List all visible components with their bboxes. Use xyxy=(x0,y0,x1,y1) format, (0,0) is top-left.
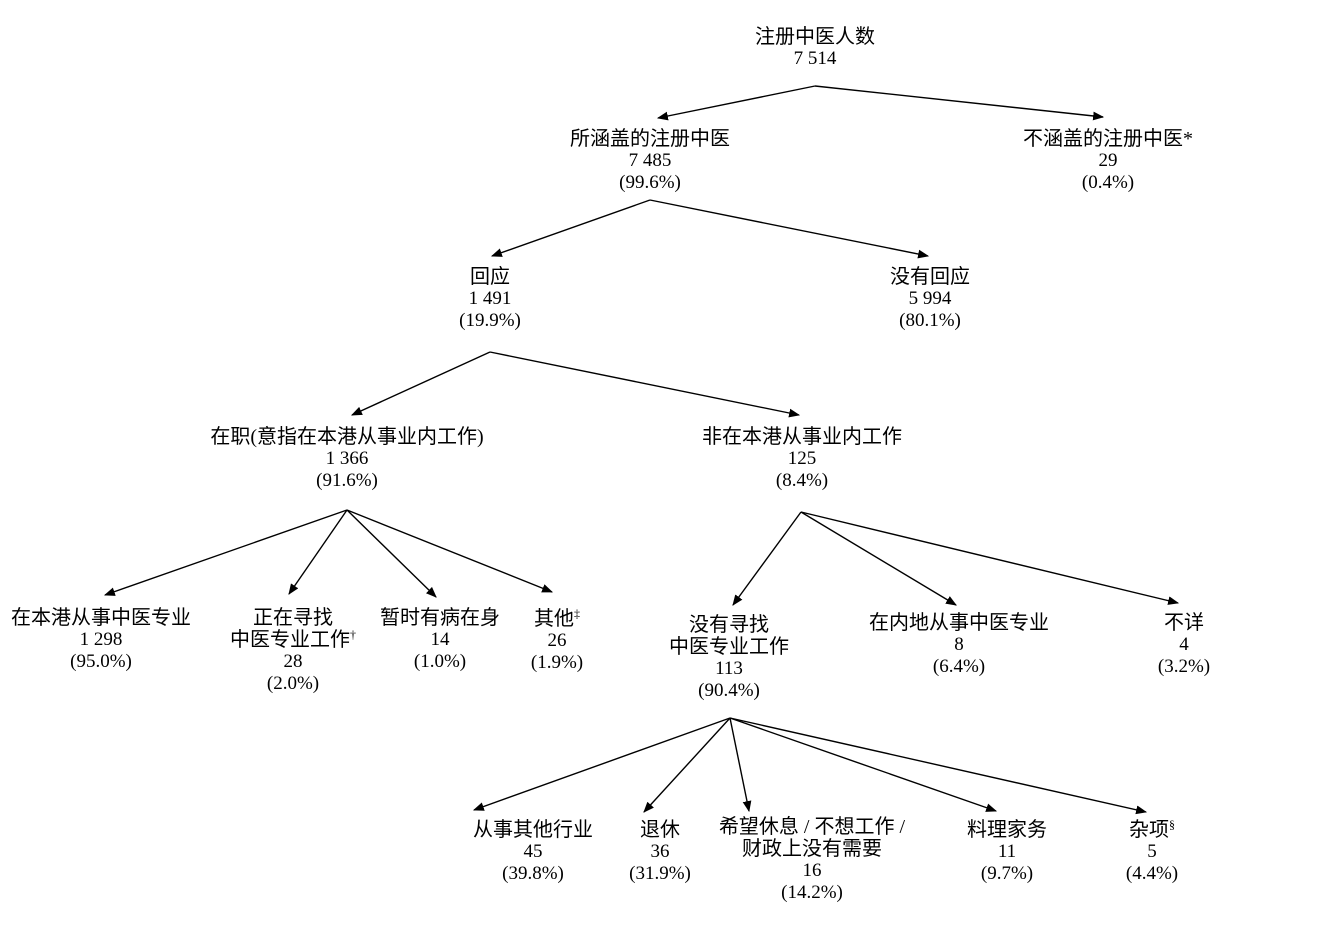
node-label: 料理家务 xyxy=(967,819,1047,841)
node-percent: (1.9%) xyxy=(530,652,584,673)
edge-not-working-unknown xyxy=(800,511,1180,605)
node-registered-total: 注册中医人数 7 514 xyxy=(755,26,875,70)
node-value: 36 xyxy=(650,841,670,862)
edge-not-working-mainland xyxy=(800,511,957,606)
node-no-response: 没有回应 5 994 (80.1%) xyxy=(890,266,970,332)
node-wish-to-rest: 希望休息 / 不想工作 / 财政上没有需要 16 (14.2%) xyxy=(719,816,905,904)
node-label: 在职(意指在本港从事业内工作) xyxy=(210,426,484,448)
node-percent: (91.6%) xyxy=(316,470,378,491)
node-others: 其他‡ 26 (1.9%) xyxy=(530,606,584,674)
edge-not-seeking-other-industry xyxy=(472,717,731,811)
node-responded: 回应 1 491 (19.9%) xyxy=(459,266,521,332)
node-value: 1 491 xyxy=(468,288,512,309)
edge-working-temporarily-sick xyxy=(346,509,437,598)
node-percent: (19.9%) xyxy=(459,310,521,331)
edge-not-seeking-housework xyxy=(729,717,998,812)
node-percent: (31.9%) xyxy=(629,863,691,884)
node-label: 杂项§ xyxy=(1128,817,1175,841)
edge-working-others xyxy=(346,509,554,593)
edge-responded-working xyxy=(350,351,491,416)
node-label: 在本港从事中医专业 xyxy=(11,607,191,629)
node-percent: (99.6%) xyxy=(619,172,681,193)
node-percent: (95.0%) xyxy=(70,651,132,672)
edge-not-seeking-misc xyxy=(729,717,1148,815)
node-practising-cm-hk: 在本港从事中医专业 1 298 (95.0%) xyxy=(11,607,191,673)
node-miscellaneous: 杂项§ 5 (4.4%) xyxy=(1125,817,1179,885)
node-unknown: 不详 4 (3.2%) xyxy=(1158,612,1210,678)
node-percent: (3.2%) xyxy=(1157,656,1211,677)
node-value: 5 xyxy=(1147,841,1157,862)
node-value: 26 xyxy=(547,630,567,651)
node-percent: (6.4%) xyxy=(932,656,986,677)
node-percent: (9.7%) xyxy=(980,863,1034,884)
node-percent: (4.4%) xyxy=(1125,863,1179,884)
node-value: 7 514 xyxy=(793,48,837,69)
node-label: 非在本港从事业内工作 xyxy=(702,426,902,448)
node-label: 在内地从事中医专业 xyxy=(869,612,1049,634)
node-value: 14 xyxy=(430,629,450,650)
node-retired: 退休 36 (31.9%) xyxy=(629,819,691,885)
node-label: 没有寻找 中医专业工作 xyxy=(669,614,789,658)
edge-responded-not-working xyxy=(489,351,801,418)
node-value: 1 366 xyxy=(325,448,369,469)
node-label: 暂时有病在身 xyxy=(380,607,500,629)
node-value: 16 xyxy=(802,860,822,881)
node-value: 1 298 xyxy=(79,629,123,650)
node-percent: (80.1%) xyxy=(899,310,961,331)
node-label: 退休 xyxy=(639,819,680,841)
node-housework: 料理家务 11 (9.7%) xyxy=(967,819,1047,885)
node-covered: 所涵盖的注册中医 7 485 (99.6%) xyxy=(570,128,730,194)
node-label: 从事其他行业 xyxy=(473,819,593,841)
node-value: 11 xyxy=(997,841,1017,862)
node-value: 8 xyxy=(954,634,964,655)
node-value: 29 xyxy=(1098,150,1118,171)
node-not-covered: 不涵盖的注册中医* 29 (0.4%) xyxy=(1023,128,1193,194)
node-value: 28 xyxy=(283,651,303,672)
edge-not-seeking-rest xyxy=(729,717,752,813)
node-label: 没有回应 xyxy=(890,266,970,288)
node-value: 7 485 xyxy=(628,150,672,171)
node-working: 在职(意指在本港从事业内工作) 1 366 (91.6%) xyxy=(210,426,483,492)
node-not-seeking-cm-work: 没有寻找 中医专业工作 113 (90.4%) xyxy=(669,614,789,702)
node-label: 其他‡ xyxy=(533,606,580,630)
node-percent: (8.4%) xyxy=(775,470,829,491)
edge-working-practising-hk xyxy=(103,509,348,596)
edge-covered-no-response xyxy=(649,199,930,259)
node-value: 113 xyxy=(715,658,743,679)
node-label: 所涵盖的注册中医 xyxy=(570,128,730,150)
node-percent: (0.4%) xyxy=(1081,172,1135,193)
node-other-industry: 从事其他行业 45 (39.8%) xyxy=(473,819,593,885)
node-label: 不详 xyxy=(1163,612,1204,634)
node-value: 5 994 xyxy=(908,288,952,309)
node-practising-cm-mainland: 在内地从事中医专业 8 (6.4%) xyxy=(869,612,1049,678)
node-label: 注册中医人数 xyxy=(755,26,875,48)
node-percent: (1.0%) xyxy=(413,651,467,672)
node-percent: (2.0%) xyxy=(266,673,320,694)
node-percent: (39.8%) xyxy=(502,863,564,884)
edge-not-working-not-seeking xyxy=(732,511,802,606)
node-label: 不涵盖的注册中医* xyxy=(1023,128,1193,150)
edge-working-seeking-work xyxy=(288,509,348,595)
edge-root-not-covered xyxy=(814,85,1105,121)
edge-root-covered xyxy=(656,85,816,121)
node-percent: (14.2%) xyxy=(781,882,843,903)
node-temporarily-sick: 暂时有病在身 14 (1.0%) xyxy=(380,607,500,673)
edge-not-seeking-retired xyxy=(643,717,731,813)
node-label: 希望休息 / 不想工作 / 财政上没有需要 xyxy=(718,816,906,860)
node-value: 4 xyxy=(1179,634,1189,655)
edge-covered-responded xyxy=(490,199,651,257)
node-label: 正在寻找 中医专业工作† xyxy=(230,607,356,651)
node-not-working-in-field: 非在本港从事业内工作 125 (8.4%) xyxy=(702,426,902,492)
node-value: 45 xyxy=(523,841,543,862)
node-seeking-cm-work: 正在寻找 中医专业工作† 28 (2.0%) xyxy=(230,607,356,695)
node-value: 125 xyxy=(787,448,817,469)
node-label: 回应 xyxy=(469,266,510,288)
node-percent: (90.4%) xyxy=(698,680,760,701)
